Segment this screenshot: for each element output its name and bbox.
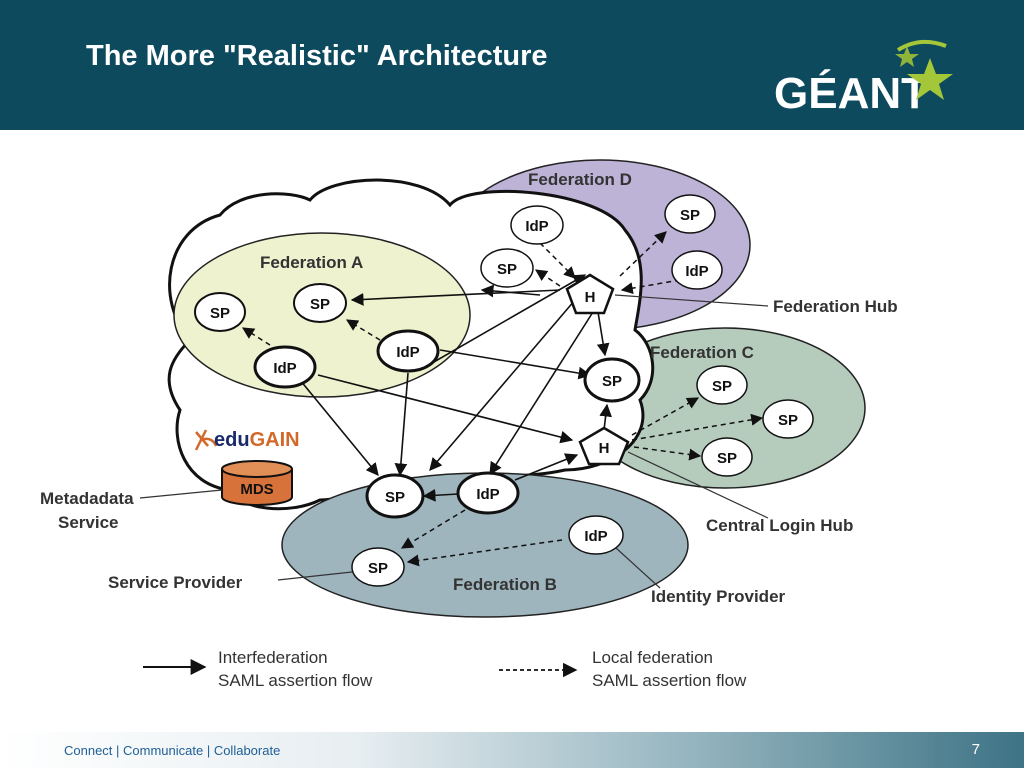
legend-solid-label-line1: Interfederation xyxy=(218,648,328,667)
node-sp: SP xyxy=(293,283,347,323)
node-sp: SP xyxy=(664,194,716,234)
star-icon xyxy=(907,58,953,100)
central-login-hub-callout: Central Login Hub xyxy=(706,516,853,535)
node-sp: SP xyxy=(194,292,246,332)
node-label: SP xyxy=(310,296,330,313)
node-idp: IdP xyxy=(671,250,723,290)
flow-arrow xyxy=(535,269,561,287)
flow-arrow xyxy=(619,231,667,277)
node-label: SP xyxy=(712,378,732,395)
flow-arrow xyxy=(419,274,587,371)
metadata-service-callout-line1: Metadadata xyxy=(40,489,134,508)
flow-arrow xyxy=(439,349,592,380)
node-sp: SP xyxy=(762,399,814,439)
service-provider-callout: Service Provider xyxy=(108,573,243,592)
node-label: SP xyxy=(385,489,405,506)
mds-database: MDS xyxy=(221,460,293,506)
legend-dashed-label-line2: SAML assertion flow xyxy=(592,671,747,690)
flow-arrow xyxy=(406,539,563,567)
node-label: IdP xyxy=(396,344,419,361)
flow-arrow xyxy=(299,379,379,476)
metadata-service-callout-line2: Service xyxy=(58,513,119,532)
flow-arrow xyxy=(400,509,466,549)
swoosh-icon xyxy=(896,39,947,52)
node-sp: SP xyxy=(701,437,753,477)
node-label: SP xyxy=(210,305,230,322)
flow-arrow xyxy=(429,299,576,471)
footer-bar: Connect | Communicate | Collaborate 7 xyxy=(0,732,1024,768)
hub-label: H xyxy=(599,440,610,457)
flow-arrow xyxy=(596,311,610,357)
node-label: IdP xyxy=(273,360,296,377)
federation-hub-callout: Federation Hub xyxy=(773,297,898,316)
flow-arrow xyxy=(631,413,764,441)
flow-arrow xyxy=(350,289,561,306)
callout-lines xyxy=(139,294,769,589)
federation-c-label: Federation C xyxy=(650,343,754,362)
callout-line xyxy=(615,547,661,589)
flow-arrow xyxy=(394,372,409,477)
edugain-prefix: edu xyxy=(214,429,250,451)
federation-hub-node xyxy=(565,273,615,315)
flow-arrow xyxy=(599,403,612,431)
federation-a-label: Federation A xyxy=(260,253,363,272)
legend-dashed-label-line1: Local federation xyxy=(592,648,713,667)
header-bar: The More "Realistic" Architecture GÉANT xyxy=(0,0,1024,130)
node-sp: SP xyxy=(696,365,748,405)
node-label: SP xyxy=(497,261,517,278)
flow-arrow xyxy=(489,311,594,476)
geant-logo: GÉANT xyxy=(774,39,953,118)
flow-arrow xyxy=(633,446,702,461)
node-label: SP xyxy=(680,207,700,224)
flow-arrow xyxy=(480,284,541,298)
node-label: SP xyxy=(602,373,622,390)
flow-arrow xyxy=(620,279,681,295)
flow-arrow xyxy=(514,453,579,481)
edugain-suffix: GAIN xyxy=(250,429,300,451)
node-label: IdP xyxy=(525,218,548,235)
slide-title: The More "Realistic" Architecture xyxy=(86,40,548,72)
node-sp: SP xyxy=(583,357,641,403)
federation-d-label: Federation D xyxy=(528,170,632,189)
legend-solid-label-line2: SAML assertion flow xyxy=(218,671,373,690)
node-sp: SP xyxy=(365,473,425,519)
node-idp: IdP xyxy=(376,329,440,373)
node-sp: SP xyxy=(351,547,405,587)
node-idp: IdP xyxy=(253,345,317,389)
node-label: IdP xyxy=(584,528,607,545)
callout-line xyxy=(627,451,769,519)
node-label: IdP xyxy=(685,263,708,280)
node-label: SP xyxy=(368,560,388,577)
identity-provider-callout: Identity Provider xyxy=(651,587,786,606)
node-label: SP xyxy=(717,450,737,467)
mds-label: MDS xyxy=(240,481,273,498)
interfederation-flows xyxy=(299,274,612,502)
callout-line xyxy=(614,294,769,307)
edugain-mark-icon xyxy=(194,429,218,451)
footer-tagline: Connect | Communicate | Collaborate xyxy=(64,743,281,758)
node-sp: SP xyxy=(480,248,534,288)
node-idp: IdP xyxy=(568,515,624,555)
flow-arrow xyxy=(422,488,459,502)
architecture-diagram: Federation A Federation B Federation C F… xyxy=(40,159,898,690)
page-number: 7 xyxy=(971,741,980,758)
edugain-wordmark: eduGAIN xyxy=(214,429,300,451)
flow-arrow xyxy=(631,397,700,436)
star-icon xyxy=(895,46,919,67)
logo-text: GÉANT xyxy=(774,68,928,118)
federation-b-label: Federation B xyxy=(453,575,557,594)
legend: Interfederation SAML assertion flow Loca… xyxy=(143,648,747,690)
callout-line xyxy=(139,489,223,499)
node-label: SP xyxy=(778,412,798,429)
callout-line xyxy=(277,571,353,581)
node-idp: IdP xyxy=(456,471,520,515)
central-login-hub-node xyxy=(578,426,630,466)
node-label: IdP xyxy=(476,486,499,503)
flow-arrow xyxy=(345,319,381,341)
local-federation-flows xyxy=(241,231,764,567)
flow-arrow xyxy=(317,374,574,444)
edugain-logo: eduGAIN xyxy=(194,429,300,451)
node-idp: IdP xyxy=(510,205,564,245)
hub-label: H xyxy=(585,289,596,306)
